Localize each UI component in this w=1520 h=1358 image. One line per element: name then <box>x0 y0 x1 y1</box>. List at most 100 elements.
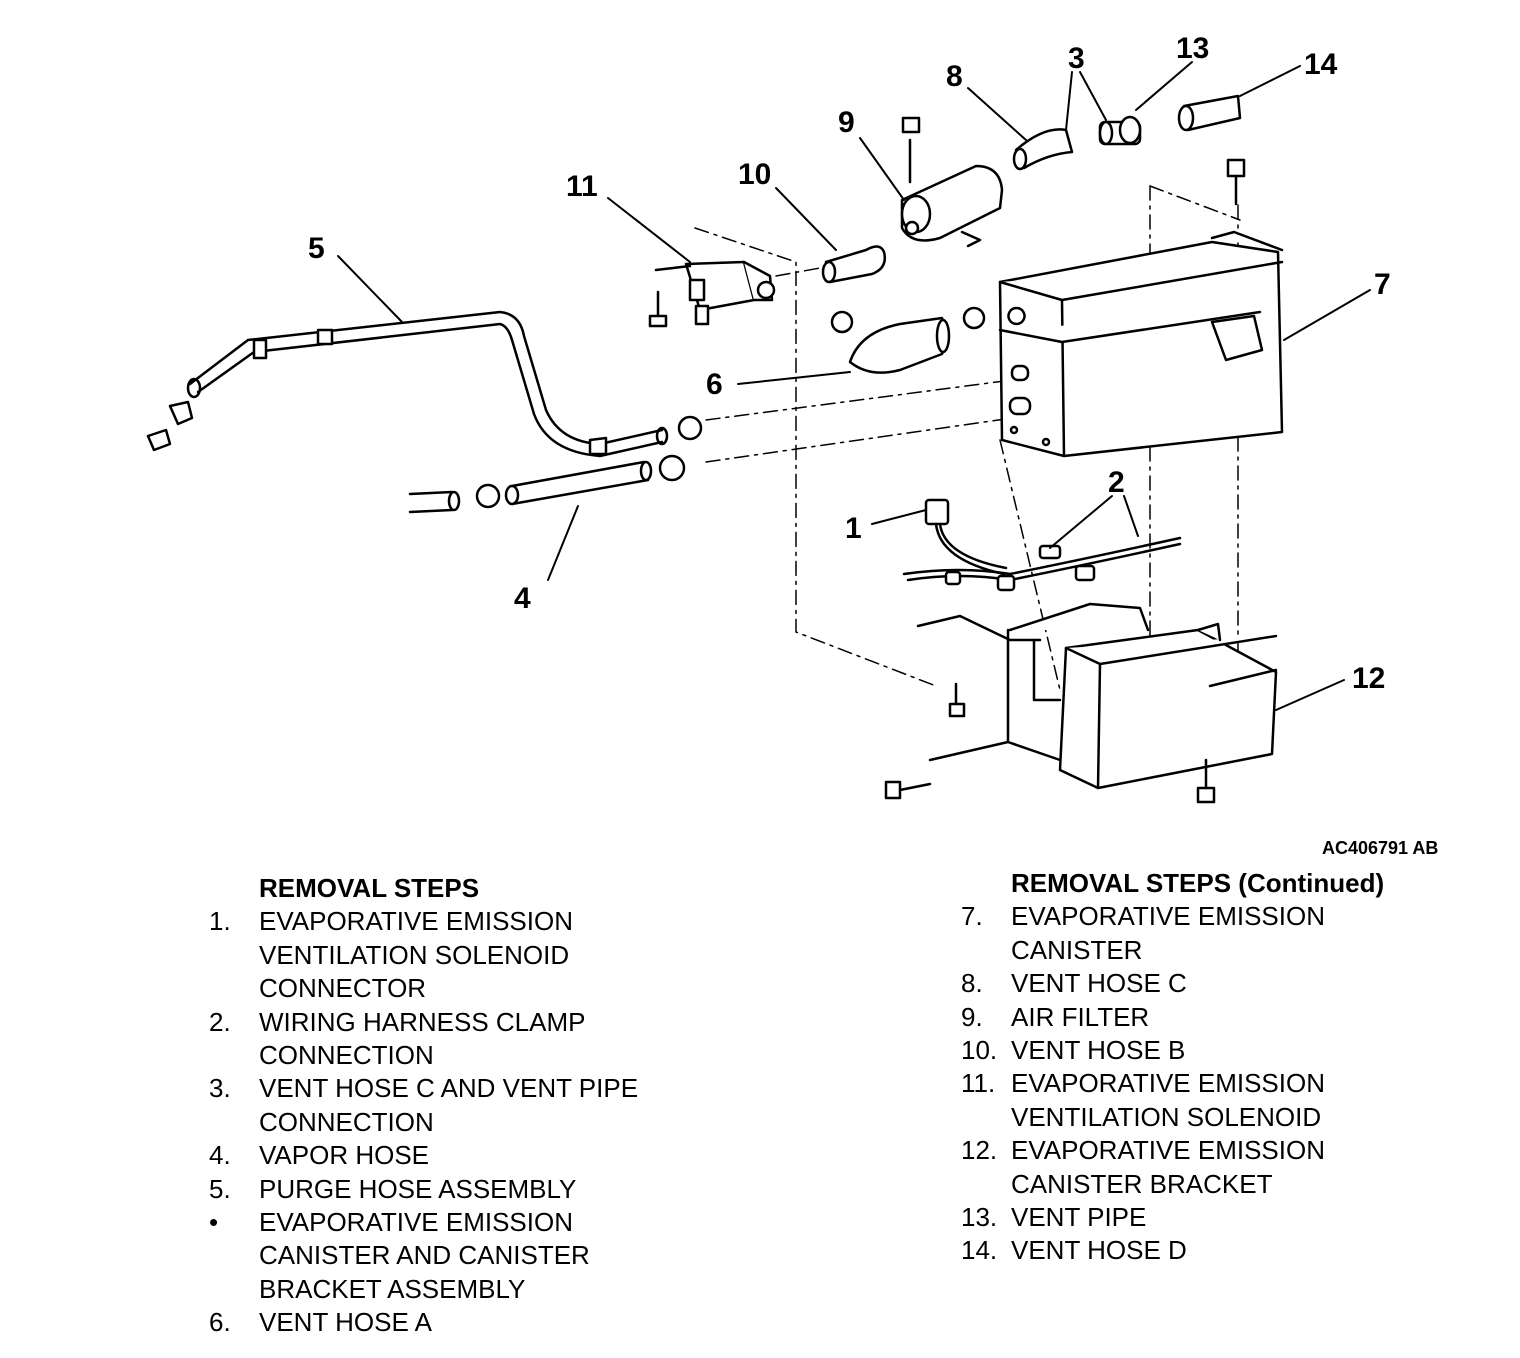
step-line: CANISTER AND CANISTER <box>259 1240 590 1271</box>
vent-hose-a <box>848 316 951 374</box>
step-text: VENT HOSE B <box>1011 1034 1481 1067</box>
step-number: 4. <box>209 1140 231 1171</box>
step-number: 14. <box>961 1235 998 1266</box>
evaporative-emission-canister <box>998 230 1284 458</box>
callout-10: 10 <box>738 158 771 191</box>
step-text: VENT HOSE A <box>259 1306 729 1339</box>
step-item: 6. VENT HOSE A <box>209 1306 729 1339</box>
vent-hose-c <box>1012 128 1074 171</box>
callout-8: 8 <box>946 60 963 93</box>
step-line: CONNECTION <box>259 1106 434 1137</box>
step-number: 3. <box>209 1073 231 1104</box>
step-number: • <box>209 1207 219 1238</box>
callout-numbers: 1 2 3 4 5 6 7 8 9 10 11 12 13 14 <box>308 32 1391 695</box>
step-item: 14. VENT HOSE D <box>961 1234 1481 1267</box>
step-line: CONNECTOR <box>259 973 427 1004</box>
callout-4: 4 <box>514 582 531 615</box>
vent-hose-d <box>1177 94 1242 132</box>
steps-heading: REMOVAL STEPS <box>259 873 480 903</box>
vent-pipe <box>1098 115 1142 146</box>
step-number: 7. <box>961 901 983 932</box>
step-number: 11. <box>961 1068 996 1099</box>
step-number: 9. <box>961 1001 983 1032</box>
callout-1: 1 <box>845 512 862 545</box>
step-line: PURGE HOSE ASSEMBLY <box>259 1173 577 1204</box>
ventilation-solenoid <box>648 260 776 328</box>
solenoid-connector <box>924 498 1008 576</box>
steps-heading-continued: REMOVAL STEPS (Continued) <box>1011 868 1385 898</box>
step-line: WIRING HARNESS CLAMP <box>259 1006 586 1037</box>
step-item: 9. AIR FILTER <box>961 1001 1481 1034</box>
callout-9: 9 <box>838 106 855 139</box>
step-number: 2. <box>209 1006 231 1037</box>
step-line: CANISTER <box>1011 934 1143 965</box>
step-number: 10. <box>961 1035 998 1066</box>
step-line: CANISTER BRACKET <box>1011 1168 1273 1199</box>
step-line: EVAPORATIVE EMISSION <box>259 1207 573 1238</box>
step-item: 4. VAPOR HOSE <box>209 1139 729 1172</box>
callout-leader-lines <box>337 61 1371 711</box>
step-line: VENT HOSE B <box>1011 1035 1186 1066</box>
step-line: VENT PIPE <box>1011 1202 1147 1233</box>
hose-clamps <box>475 306 986 509</box>
step-item: 10. VENT HOSE B <box>961 1034 1481 1067</box>
step-number: 1. <box>209 906 231 937</box>
bolts <box>884 158 1246 804</box>
callout-2: 2 <box>1108 466 1125 499</box>
step-line: VENT HOSE D <box>1011 1235 1187 1266</box>
step-text: VAPOR HOSE <box>259 1139 729 1172</box>
canister-bracket <box>916 602 1278 790</box>
alignment-dashed-lines <box>694 185 1241 691</box>
step-number: 5. <box>209 1173 231 1204</box>
step-line: AIR FILTER <box>1011 1001 1150 1032</box>
step-text: VENT HOSE D <box>1011 1234 1481 1267</box>
callout-14: 14 <box>1304 48 1338 81</box>
callout-5: 5 <box>308 232 325 265</box>
step-number: 8. <box>961 968 983 999</box>
step-line: BRACKET ASSEMBLY <box>259 1273 526 1304</box>
step-text: AIR FILTER <box>1011 1001 1481 1034</box>
callout-12: 12 <box>1352 662 1385 695</box>
air-filter <box>900 116 1004 248</box>
step-line: CONNECTION <box>259 1040 434 1071</box>
step-number: 12. <box>961 1135 998 1166</box>
step-line: VENTILATION SOLENOID <box>1011 1101 1322 1132</box>
step-item: 13.VENT PIPE <box>961 1201 1481 1234</box>
figure-id: AC406791 AB <box>1322 838 1439 858</box>
step-line: VENTILATION SOLENOID <box>259 939 570 970</box>
callout-11: 11 <box>566 170 598 203</box>
vapor-hose <box>408 460 653 514</box>
step-line: EVAPORATIVE EMISSION <box>1011 1068 1325 1099</box>
step-line: VAPOR HOSE <box>259 1140 430 1171</box>
step-line: VENT HOSE A <box>259 1307 432 1338</box>
vent-hose-b <box>821 245 886 284</box>
step-number: 6. <box>209 1307 231 1338</box>
step-text: VENT PIPE <box>1011 1201 1481 1234</box>
wiring-harness <box>902 536 1182 592</box>
callout-6: 6 <box>706 368 723 401</box>
step-line: VENT HOSE C <box>1011 968 1187 999</box>
purge-hose-assembly <box>146 310 669 458</box>
step-item: 5. PURGE HOSE ASSEMBLY <box>209 1173 729 1206</box>
step-line: EVAPORATIVE EMISSION <box>259 906 573 937</box>
step-item: 8. VENT HOSE C <box>961 967 1481 1000</box>
callout-7: 7 <box>1374 268 1391 301</box>
exploded-parts-diagram: 1 2 3 4 5 6 7 8 9 10 11 12 13 14 <box>146 32 1391 804</box>
removal-steps-right: REMOVAL STEPS (Continued) 7. EVAPORATIVE … <box>961 867 1481 1268</box>
callout-3: 3 <box>1068 42 1085 75</box>
